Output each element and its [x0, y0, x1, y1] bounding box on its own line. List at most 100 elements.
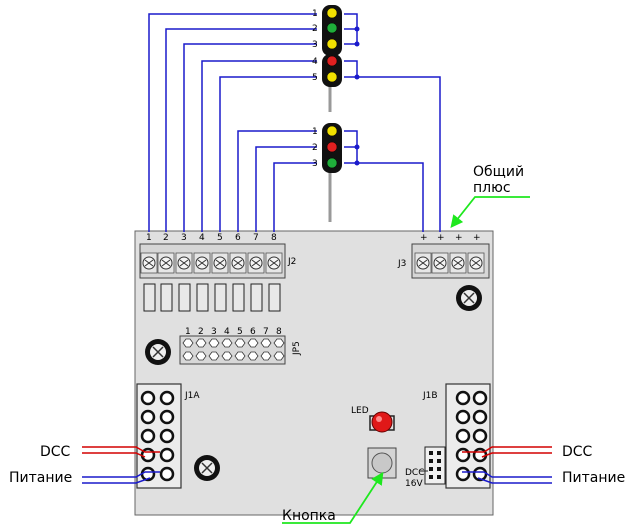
j1b-pin [472, 390, 488, 406]
j2-screw-terminal [140, 252, 158, 274]
signal-lamp [326, 141, 338, 153]
j2-pin-number: 7 [253, 233, 259, 243]
jp5-pin [234, 338, 246, 348]
j3-screw-terminal [431, 252, 449, 274]
j3-terminal-block: ++++ J3 [397, 233, 490, 279]
jp5-pin-number: 7 [263, 327, 269, 337]
lamp-number: 5 [312, 73, 318, 83]
j1b-pin [472, 409, 488, 425]
right-input-wires [462, 446, 552, 484]
wire-junction [354, 41, 360, 47]
j2-pin-number: 8 [271, 233, 277, 243]
wire-junction [354, 26, 360, 32]
j3-screw-terminal [414, 252, 432, 274]
jp5-pin-number: 4 [224, 327, 230, 337]
j2-pin-number: 2 [163, 233, 169, 243]
jp5-pin [260, 338, 272, 348]
jp5-pin-number: 5 [237, 327, 243, 337]
resistor [232, 283, 245, 312]
signal-lamp [326, 38, 338, 50]
signal-wire [237, 130, 317, 232]
wire-junction [354, 160, 360, 166]
jp5-pin [247, 338, 259, 348]
button-label: Кнопка [282, 508, 336, 524]
resistor [214, 283, 227, 312]
signal-wire [344, 162, 424, 232]
lamp-number: 2 [312, 143, 318, 153]
signal-lamp [326, 7, 338, 19]
j1a-pin [140, 390, 156, 406]
j1b-pin [455, 447, 471, 463]
left-input-wires [82, 446, 160, 484]
mounting-screw [456, 285, 482, 311]
signal-wire [344, 130, 358, 163]
j2-screw-terminal [211, 252, 229, 274]
resistor [178, 283, 191, 312]
lamp-number: 4 [312, 57, 318, 67]
j3-screw-terminal [449, 252, 467, 274]
jumper-pin [429, 459, 433, 463]
j1a-pin [159, 447, 175, 463]
j3-label: J3 [397, 259, 406, 269]
jumper-pin [429, 467, 433, 471]
signal-lamp [326, 71, 338, 83]
lamp-number: 2 [312, 24, 318, 34]
jp5-pin [273, 351, 285, 361]
resistor [143, 283, 156, 312]
mounting-holes [145, 285, 482, 481]
j1a-connector: J1A [136, 383, 200, 489]
jp5-pin [221, 338, 233, 348]
resistor-row [143, 283, 281, 312]
j2-label: J2 [287, 257, 296, 267]
signal-wire [344, 76, 441, 232]
jumper-pin [437, 467, 441, 471]
jp5-pin [182, 338, 194, 348]
signal-lamp [326, 22, 338, 34]
j2-pin-number: 4 [199, 233, 205, 243]
dcc-16v-jumper[interactable]: DCC 16V [405, 446, 446, 489]
jp5-pin-number: 1 [185, 327, 191, 337]
push-button[interactable] [367, 447, 397, 479]
jp5-pin [182, 351, 194, 361]
j2-screw-terminal [157, 252, 175, 274]
jp5-label: JP5 [292, 341, 302, 356]
jp5-pin [195, 338, 207, 348]
mounting-screw [145, 339, 171, 365]
resistor [268, 283, 281, 312]
wire-junction [354, 74, 360, 80]
jumper-16v-label: 16V [405, 479, 423, 489]
right-dcc-label: DCC [562, 444, 593, 460]
lamp-number: 3 [312, 40, 318, 50]
j1b-pin [455, 409, 471, 425]
jp5-pin [234, 351, 246, 361]
j1b-label: J1B [422, 391, 438, 401]
jumper-pin [437, 459, 441, 463]
signal-lamp [326, 125, 338, 137]
jp5-pin [195, 351, 207, 361]
j1b-pin [455, 466, 471, 482]
j1b-pin [455, 390, 471, 406]
j1a-pin [159, 409, 175, 425]
j3-pin-number: + [455, 233, 463, 243]
signal-wire [148, 13, 317, 232]
j2-screw-terminal [193, 252, 211, 274]
j1a-label: J1A [184, 391, 200, 401]
j2-screw-terminal [229, 252, 247, 274]
j1a-pin [159, 390, 175, 406]
resistor [196, 283, 209, 312]
jp5-pin [208, 351, 220, 361]
j3-pin-number: + [437, 233, 445, 243]
j2-screw-terminal [265, 252, 283, 274]
signal-wire [344, 60, 358, 77]
signal-wire [344, 13, 358, 44]
jumper-pin [437, 475, 441, 479]
led-label: LED [351, 406, 369, 416]
jp5-pin [221, 351, 233, 361]
signal-wire [183, 43, 317, 232]
left-dcc-label: DCC [40, 444, 71, 460]
led: LED [351, 406, 395, 433]
jp5-pin-number: 8 [276, 327, 282, 337]
